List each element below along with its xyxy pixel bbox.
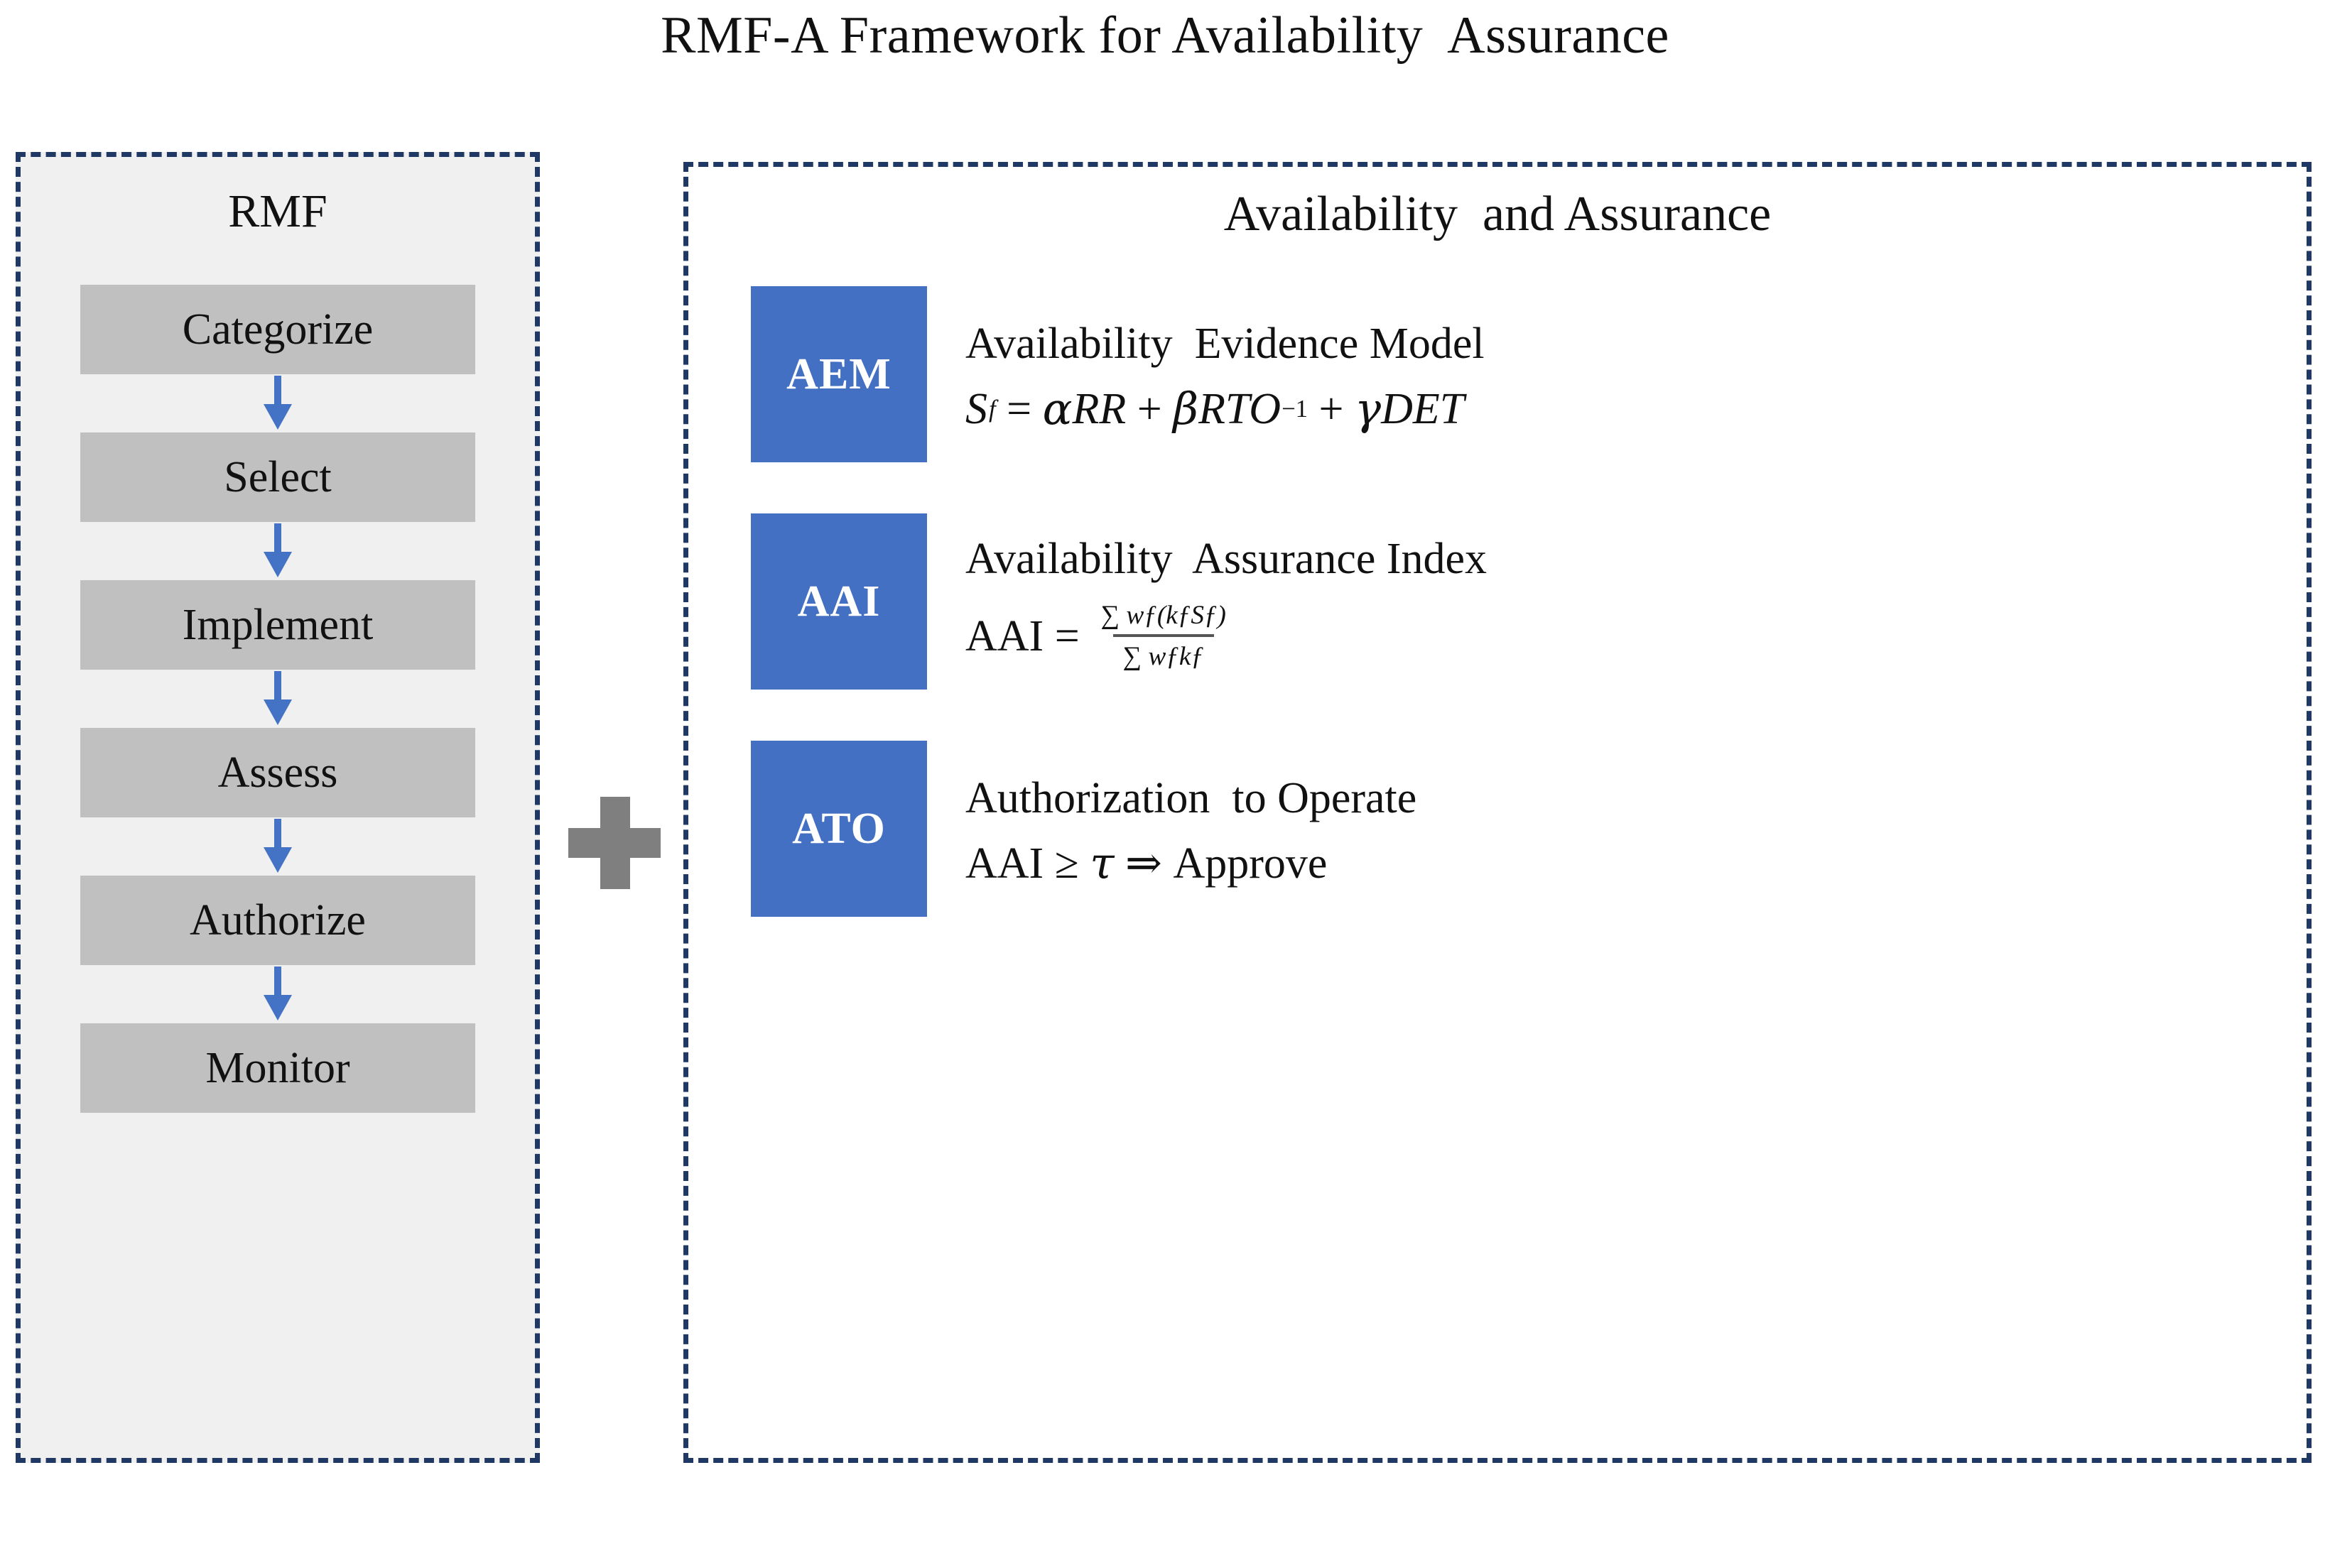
arrow-down-icon [80,670,475,728]
rmf-step-assess[interactable]: Assess [80,728,475,817]
plus-icon [568,797,661,889]
availability-panel: Availability and Assurance AEM Availabil… [683,162,2312,1463]
rmf-step-list: Categorize Select Implement [21,285,535,1113]
rmf-step-implement[interactable]: Implement [80,580,475,670]
module-formula-aai: AAI = ∑ wƒ(kƒSƒ) ∑ wƒkƒ [965,600,2307,673]
arrow-down-icon [80,522,475,580]
formula-rto-exponent: −1 [1282,394,1308,423]
formula-tau: τ [1090,837,1115,889]
formula-numerator: ∑ wƒ(kƒSƒ) [1100,600,1226,630]
formula-alpha: α [1042,382,1073,435]
rmf-step-monitor[interactable]: Monitor [80,1023,475,1113]
rmf-step-label: Assess [217,748,338,797]
module-badge-aem[interactable]: AEM [751,286,927,462]
rmf-panel-heading: RMF [228,185,327,237]
module-title-aai: Availability Assurance Index [965,535,1488,584]
module-badge-aai[interactable]: AAI [751,513,927,690]
formula-result-approve: Approve [1173,839,1328,888]
page-title: RMF-A Framework for Availability Assuran… [661,6,1669,65]
formula-geq-icon: ≥ [1054,839,1079,888]
arrow-down-icon [80,374,475,432]
formula-gamma: γ [1355,382,1382,435]
module-body-aai: Availability Assurance Index AAI = ∑ wƒ(… [927,513,2307,690]
rmf-step-select[interactable]: Select [80,432,475,522]
formula-lhs-aai: AAI [965,839,1044,888]
module-row-aai: AAI Availability Assurance Index AAI = ∑… [688,513,2307,690]
formula-term-det: DET [1381,384,1465,433]
arrow-down-icon [80,817,475,876]
formula-plus-2: + [1318,384,1344,433]
rmf-step-label: Select [224,453,332,501]
plus-horizontal-bar [568,828,661,858]
formula-equals: = [1007,384,1032,433]
module-title-aem: Availability Evidence Model [965,320,1485,369]
formula-lhs-sub: f [989,394,996,423]
formula-beta: β [1173,382,1199,435]
formula-fraction: ∑ wƒ(kƒSƒ) ∑ wƒkƒ [1091,600,1236,673]
rmf-step-label: Monitor [205,1044,350,1092]
rmf-step-categorize[interactable]: Categorize [80,285,475,374]
formula-equals: = [1054,611,1080,660]
module-formula-ato: AAI ≥ τ ⇒ Approve [965,839,2307,888]
formula-term-rr: RR [1072,384,1127,433]
rmf-step-label: Authorize [190,896,366,944]
arrow-down-icon [80,965,475,1023]
formula-lhs-aai: AAI [965,611,1044,660]
formula-implies-icon: ⇒ [1125,839,1162,888]
module-title-ato: Authorization to Operate [965,774,1417,823]
formula-lhs-var: S [965,384,987,433]
module-row-ato: ATO Authorization to Operate AAI ≥ τ ⇒ A… [688,741,2307,917]
formula-term-rto: RTO [1198,384,1282,433]
rmf-panel: RMF Categorize Select Implement [16,152,540,1463]
rmf-step-authorize[interactable]: Authorize [80,876,475,965]
availability-panel-heading: Availability and Assurance [1223,187,1772,241]
module-badge-ato[interactable]: ATO [751,741,927,917]
rmf-step-label: Categorize [182,305,374,354]
formula-denominator: ∑ wƒkƒ [1112,633,1214,673]
formula-plus-1: + [1137,384,1162,433]
module-body-ato: Authorization to Operate AAI ≥ τ ⇒ Appro… [927,741,2307,917]
rmf-step-label: Implement [182,601,374,649]
